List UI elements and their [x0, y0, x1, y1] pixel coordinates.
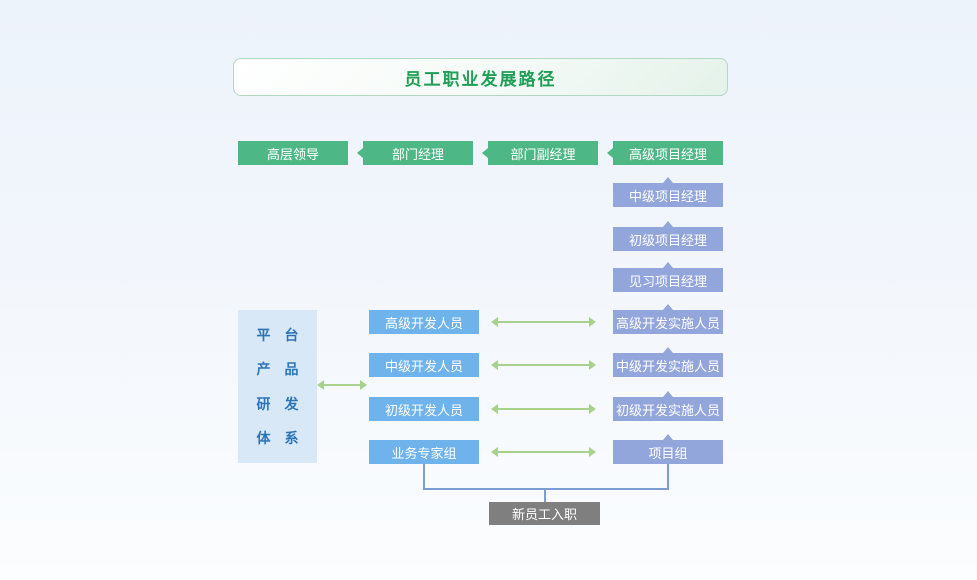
- panel-line: 研 发: [256, 395, 299, 412]
- up-arrow-icon: [663, 177, 673, 183]
- node-mid-dev-impl: 中级开发实施人员: [613, 353, 723, 377]
- double-arrow-icon: [317, 380, 367, 390]
- node-junior-developer: 初级开发人员: [369, 397, 479, 421]
- panel-line: 平 台: [256, 326, 299, 343]
- double-arrow-icon: [491, 447, 596, 457]
- node-mid-project-manager: 中级项目经理: [613, 183, 723, 207]
- node-project-group: 项目组: [613, 440, 723, 464]
- connector-line: [667, 464, 669, 488]
- left-arrow-icon: [357, 148, 363, 158]
- left-arrow-icon: [482, 148, 488, 158]
- up-arrow-icon: [663, 391, 673, 397]
- node-senior-dev-impl: 高级开发实施人员: [613, 310, 723, 334]
- up-arrow-icon: [663, 347, 673, 353]
- up-arrow-icon: [663, 221, 673, 227]
- node-senior-leadership: 高层领导: [238, 141, 348, 165]
- node-senior-project-manager: 高级项目经理: [613, 141, 723, 165]
- up-arrow-icon: [663, 304, 673, 310]
- node-business-expert-group: 业务专家组: [369, 440, 479, 464]
- left-arrow-icon: [607, 148, 613, 158]
- node-new-employee-entry: 新员工入职: [489, 502, 600, 525]
- up-arrow-icon: [663, 434, 673, 440]
- node-junior-dev-impl: 初级开发实施人员: [613, 397, 723, 421]
- connector-line: [423, 464, 425, 488]
- node-junior-project-manager: 初级项目经理: [613, 227, 723, 251]
- connector-line: [423, 488, 669, 490]
- connector-line: [544, 488, 546, 502]
- up-arrow-icon: [663, 262, 673, 268]
- node-dept-manager: 部门经理: [363, 141, 473, 165]
- double-arrow-icon: [491, 360, 596, 370]
- panel-line: 产 品: [256, 361, 299, 378]
- node-dept-deputy-manager: 部门副经理: [488, 141, 598, 165]
- panel-platform-rd-system: 平 台 产 品 研 发 体 系: [238, 310, 317, 463]
- node-trainee-project-manager: 见习项目经理: [613, 268, 723, 292]
- double-arrow-icon: [491, 404, 596, 414]
- node-mid-developer: 中级开发人员: [369, 353, 479, 377]
- panel-line: 体 系: [256, 430, 299, 447]
- double-arrow-icon: [491, 317, 596, 327]
- page-title: 员工职业发展路径: [233, 58, 728, 96]
- node-senior-developer: 高级开发人员: [369, 310, 479, 334]
